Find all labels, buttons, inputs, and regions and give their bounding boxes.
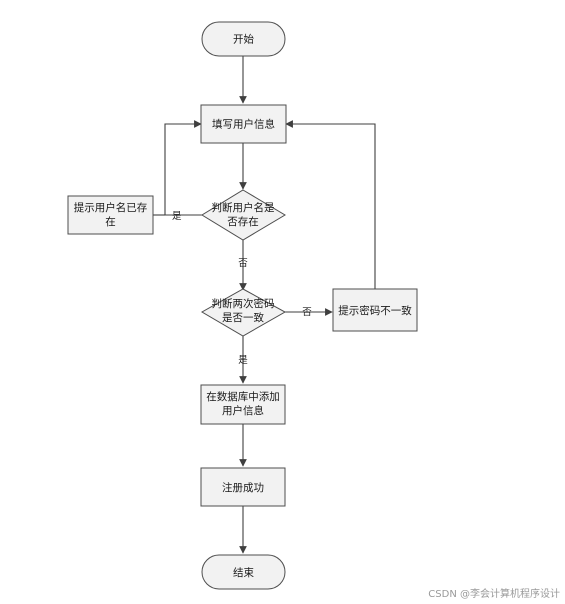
fill-info-label: 填写用户信息: [212, 118, 275, 131]
pwd-mismatch-tip-label: 提示密码不一致: [338, 304, 412, 317]
end-label: 结束: [233, 566, 254, 579]
label-yes-exists: 是: [172, 211, 182, 222]
success-label: 注册成功: [222, 481, 264, 494]
end-node: 结束: [201, 554, 286, 590]
add-db-label-line1: 在数据库中添加: [206, 390, 280, 403]
label-yes-match: 是: [238, 355, 248, 366]
start-node: 开始: [201, 21, 286, 57]
edge-pwd-tip-back: [285, 120, 376, 289]
check-pwd-label-line1: 判断两次密码: [212, 297, 275, 310]
watermark-text: CSDN @李会计算机程序设计: [428, 587, 560, 600]
pwd-mismatch-tip-node: 提示密码不一致: [332, 288, 418, 332]
check-password-decision: 判断两次密码 是否一致: [200, 288, 287, 337]
user-exists-tip-line2: 在: [105, 216, 116, 228]
add-db-node: 在数据库中添加 用户信息: [200, 384, 286, 425]
check-user-decision: 判断用户名是 否存在: [201, 189, 286, 241]
label-no-exists: 否: [238, 258, 248, 269]
label-no-match: 否: [302, 307, 312, 318]
edge-check-user-yes: [164, 120, 202, 216]
check-pwd-label-line2: 是否一致: [222, 311, 264, 324]
start-label: 开始: [233, 33, 254, 46]
check-user-label-line2: 否存在: [227, 215, 259, 228]
user-exists-tip-node: 提示用户名已存 在: [67, 195, 154, 235]
fill-info-node: 填写用户信息: [200, 104, 287, 144]
success-node: 注册成功: [200, 467, 286, 507]
add-db-label-line2: 用户信息: [222, 404, 264, 417]
user-exists-tip-line1: 提示用户名已存: [74, 201, 148, 214]
check-user-label-line1: 判断用户名是: [212, 201, 275, 214]
